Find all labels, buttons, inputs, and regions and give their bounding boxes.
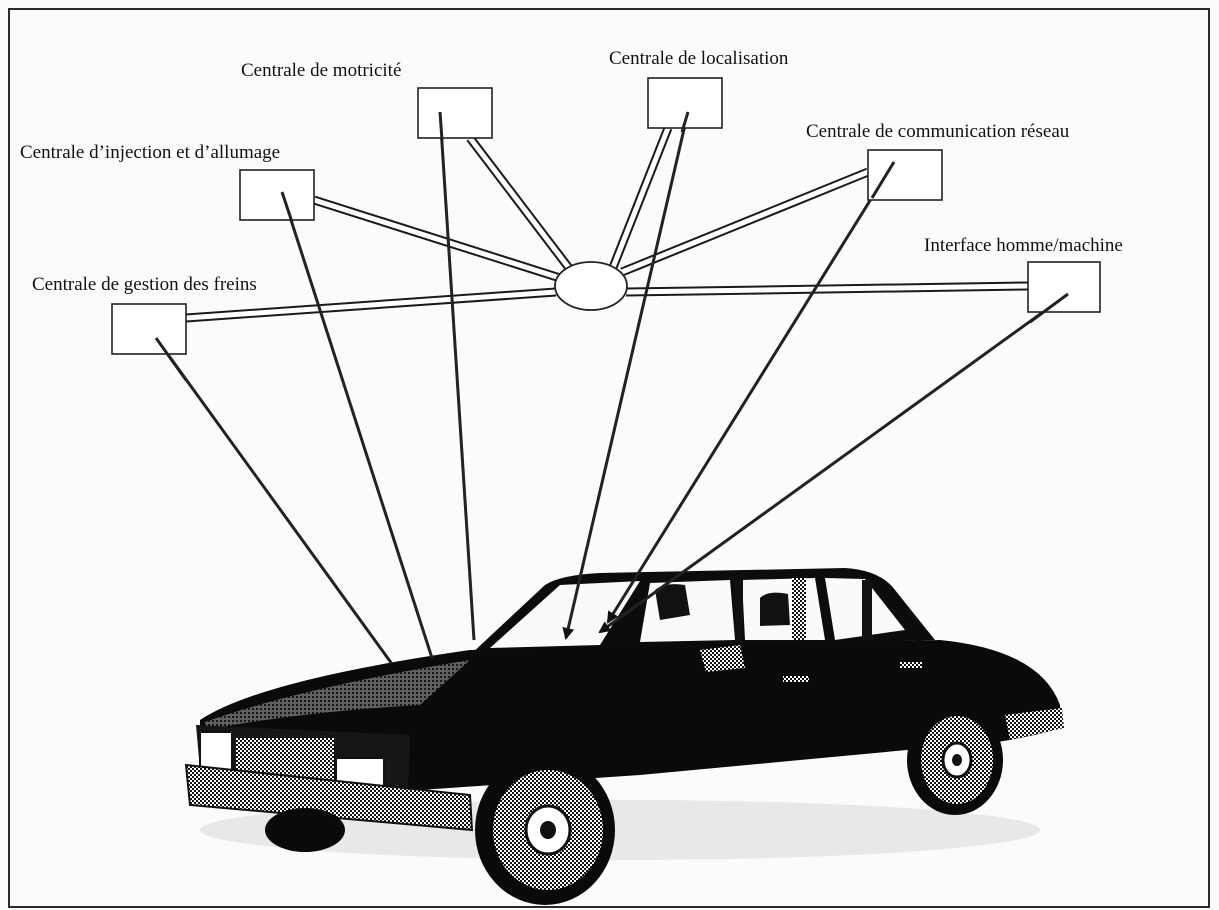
node-box-injection [239,169,315,221]
bus-link-freins [185,287,557,323]
node-box-motricite [417,87,493,139]
node-box-freins [111,303,187,355]
lead-motricite [438,111,476,641]
bus-link-motricite [466,135,576,275]
bus-link-communication [620,167,870,277]
label-freins: Centrale de gestion des freins [32,274,257,295]
label-motricite: Centrale de motricité [241,60,401,81]
label-communication: Centrale de communication réseau [806,121,1070,142]
node-boxes [111,77,1101,355]
label-injection: Centrale d’injection et d’allumage [20,142,280,163]
diagram-frame [8,8,1210,908]
network-bus [185,126,1029,323]
lead-communication [606,161,896,624]
lead-localisation [562,111,690,640]
network-hub [554,261,628,311]
leader-line-starts [154,111,1069,381]
car-illustration [184,568,1064,905]
bus-link-injection [312,195,562,283]
lead-freins [154,337,394,665]
bus-link-ihm [625,281,1029,297]
leader-lines [154,111,1069,665]
bus-link-localisation [607,126,673,272]
label-ihm: Interface homme/machine [924,235,1123,256]
node-box-communication [867,149,943,201]
lead-injection [280,191,434,659]
lead-ihm [598,292,1069,634]
label-localisation: Centrale de localisation [609,48,789,69]
node-box-ihm [1027,261,1101,313]
node-labels: Centrale de motricité Centrale de locali… [20,48,1123,295]
